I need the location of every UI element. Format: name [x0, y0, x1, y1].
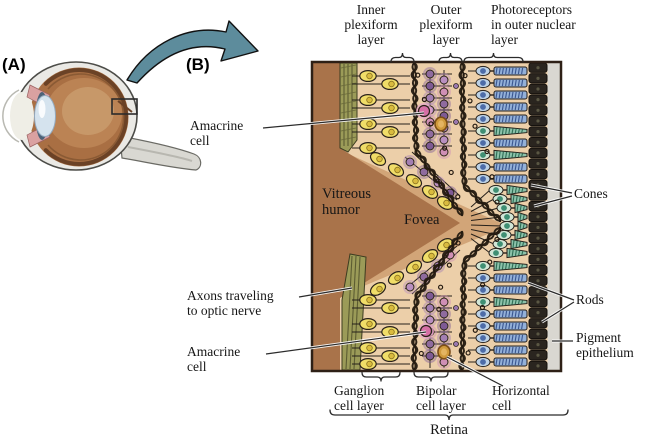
label-amacrine-cell-top: Amacrine cell: [190, 118, 244, 149]
panel-b-label: (B): [186, 55, 210, 74]
pigment-epithelium-layer: [528, 62, 548, 372]
label-pigment-epithelium: Pigment epithelium: [576, 330, 634, 361]
eye-diagram: [2, 61, 202, 171]
plexiform-tangles: [410, 61, 502, 372]
label-axons-optic-nerve: Axons traveling to optic nerve: [187, 288, 274, 319]
pointer-lines: [262, 111, 575, 388]
label-cones: Cones: [574, 186, 608, 201]
label-fovea: Fovea: [404, 212, 440, 228]
photoreceptor-cells: [468, 65, 528, 368]
label-ganglion-cell-layer: Ganglion cell layer: [334, 383, 385, 414]
label-outer-plexiform-layer: Outer plexiform layer: [419, 2, 473, 48]
label-vitreous-humor: Vitreous humor: [322, 186, 372, 219]
retina-lining: [43, 68, 128, 166]
lens: [34, 95, 56, 137]
vitreous-region: [313, 63, 460, 370]
magnified-region-box: [111, 98, 138, 115]
label-inner-plexiform-layer: Inner plexiform layer: [344, 2, 398, 48]
label-amacrine-cell-bottom: Amacrine cell: [187, 344, 241, 375]
amacrine-horizontal-cells: [416, 103, 451, 360]
label-retina: Retina: [430, 422, 468, 438]
layer-braces: [329, 52, 569, 421]
anterior-chamber: [10, 92, 34, 140]
sclera-band: [547, 63, 560, 371]
magnify-arrow: [126, 20, 259, 84]
label-horizontal-cell: Horizontal cell: [492, 383, 550, 414]
label-rods: Rods: [576, 292, 604, 307]
panel-a-label: (A): [2, 55, 26, 74]
panel-border: [310, 60, 563, 373]
label-photoreceptors: Photoreceptors in outer nuclear layer: [491, 2, 576, 48]
label-bipolar-cell-layer: Bipolar cell layer: [416, 383, 466, 414]
